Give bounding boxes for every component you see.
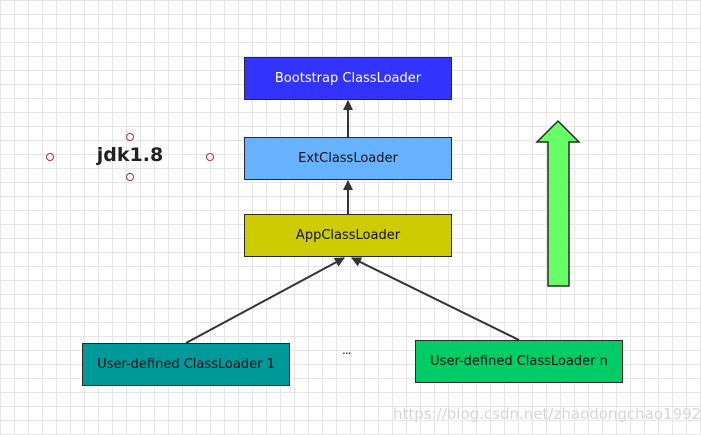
bootstrap-classloader-node[interactable]: Bootstrap ClassLoader xyxy=(244,57,452,100)
user-defined-classloader-n-label: User-defined ClassLoader n xyxy=(430,354,608,369)
bootstrap-classloader-label: Bootstrap ClassLoader xyxy=(274,71,422,86)
ext-classloader-label: ExtClassLoader xyxy=(298,151,398,166)
user-defined-classloader-1-label: User-defined ClassLoader 1 xyxy=(97,357,275,372)
selection-handle-bottom[interactable] xyxy=(126,173,134,181)
user-defined-classloader-1-node[interactable]: User-defined ClassLoader 1 xyxy=(82,343,290,386)
up-arrow-icon xyxy=(535,119,581,287)
ext-classloader-node[interactable]: ExtClassLoader xyxy=(244,137,452,180)
watermark-text: https://blog.csdn.net/zhaodongchao1992 xyxy=(393,405,701,423)
selection-handle-right[interactable] xyxy=(206,153,214,161)
selection-handle-left[interactable] xyxy=(46,153,54,161)
jdk-version-label[interactable]: jdk1.8 xyxy=(96,144,164,166)
user-defined-classloader-n-node[interactable]: User-defined ClassLoader n xyxy=(415,340,623,383)
app-classloader-node[interactable]: AppClassLoader xyxy=(244,214,452,257)
ellipsis-text: ... xyxy=(342,343,352,357)
edge-usern-to-app xyxy=(351,257,520,341)
selection-handle-top[interactable] xyxy=(126,133,134,141)
edge-user1-to-app xyxy=(185,257,345,344)
app-classloader-label: AppClassLoader xyxy=(295,228,401,243)
diagram-connectors xyxy=(185,100,581,344)
